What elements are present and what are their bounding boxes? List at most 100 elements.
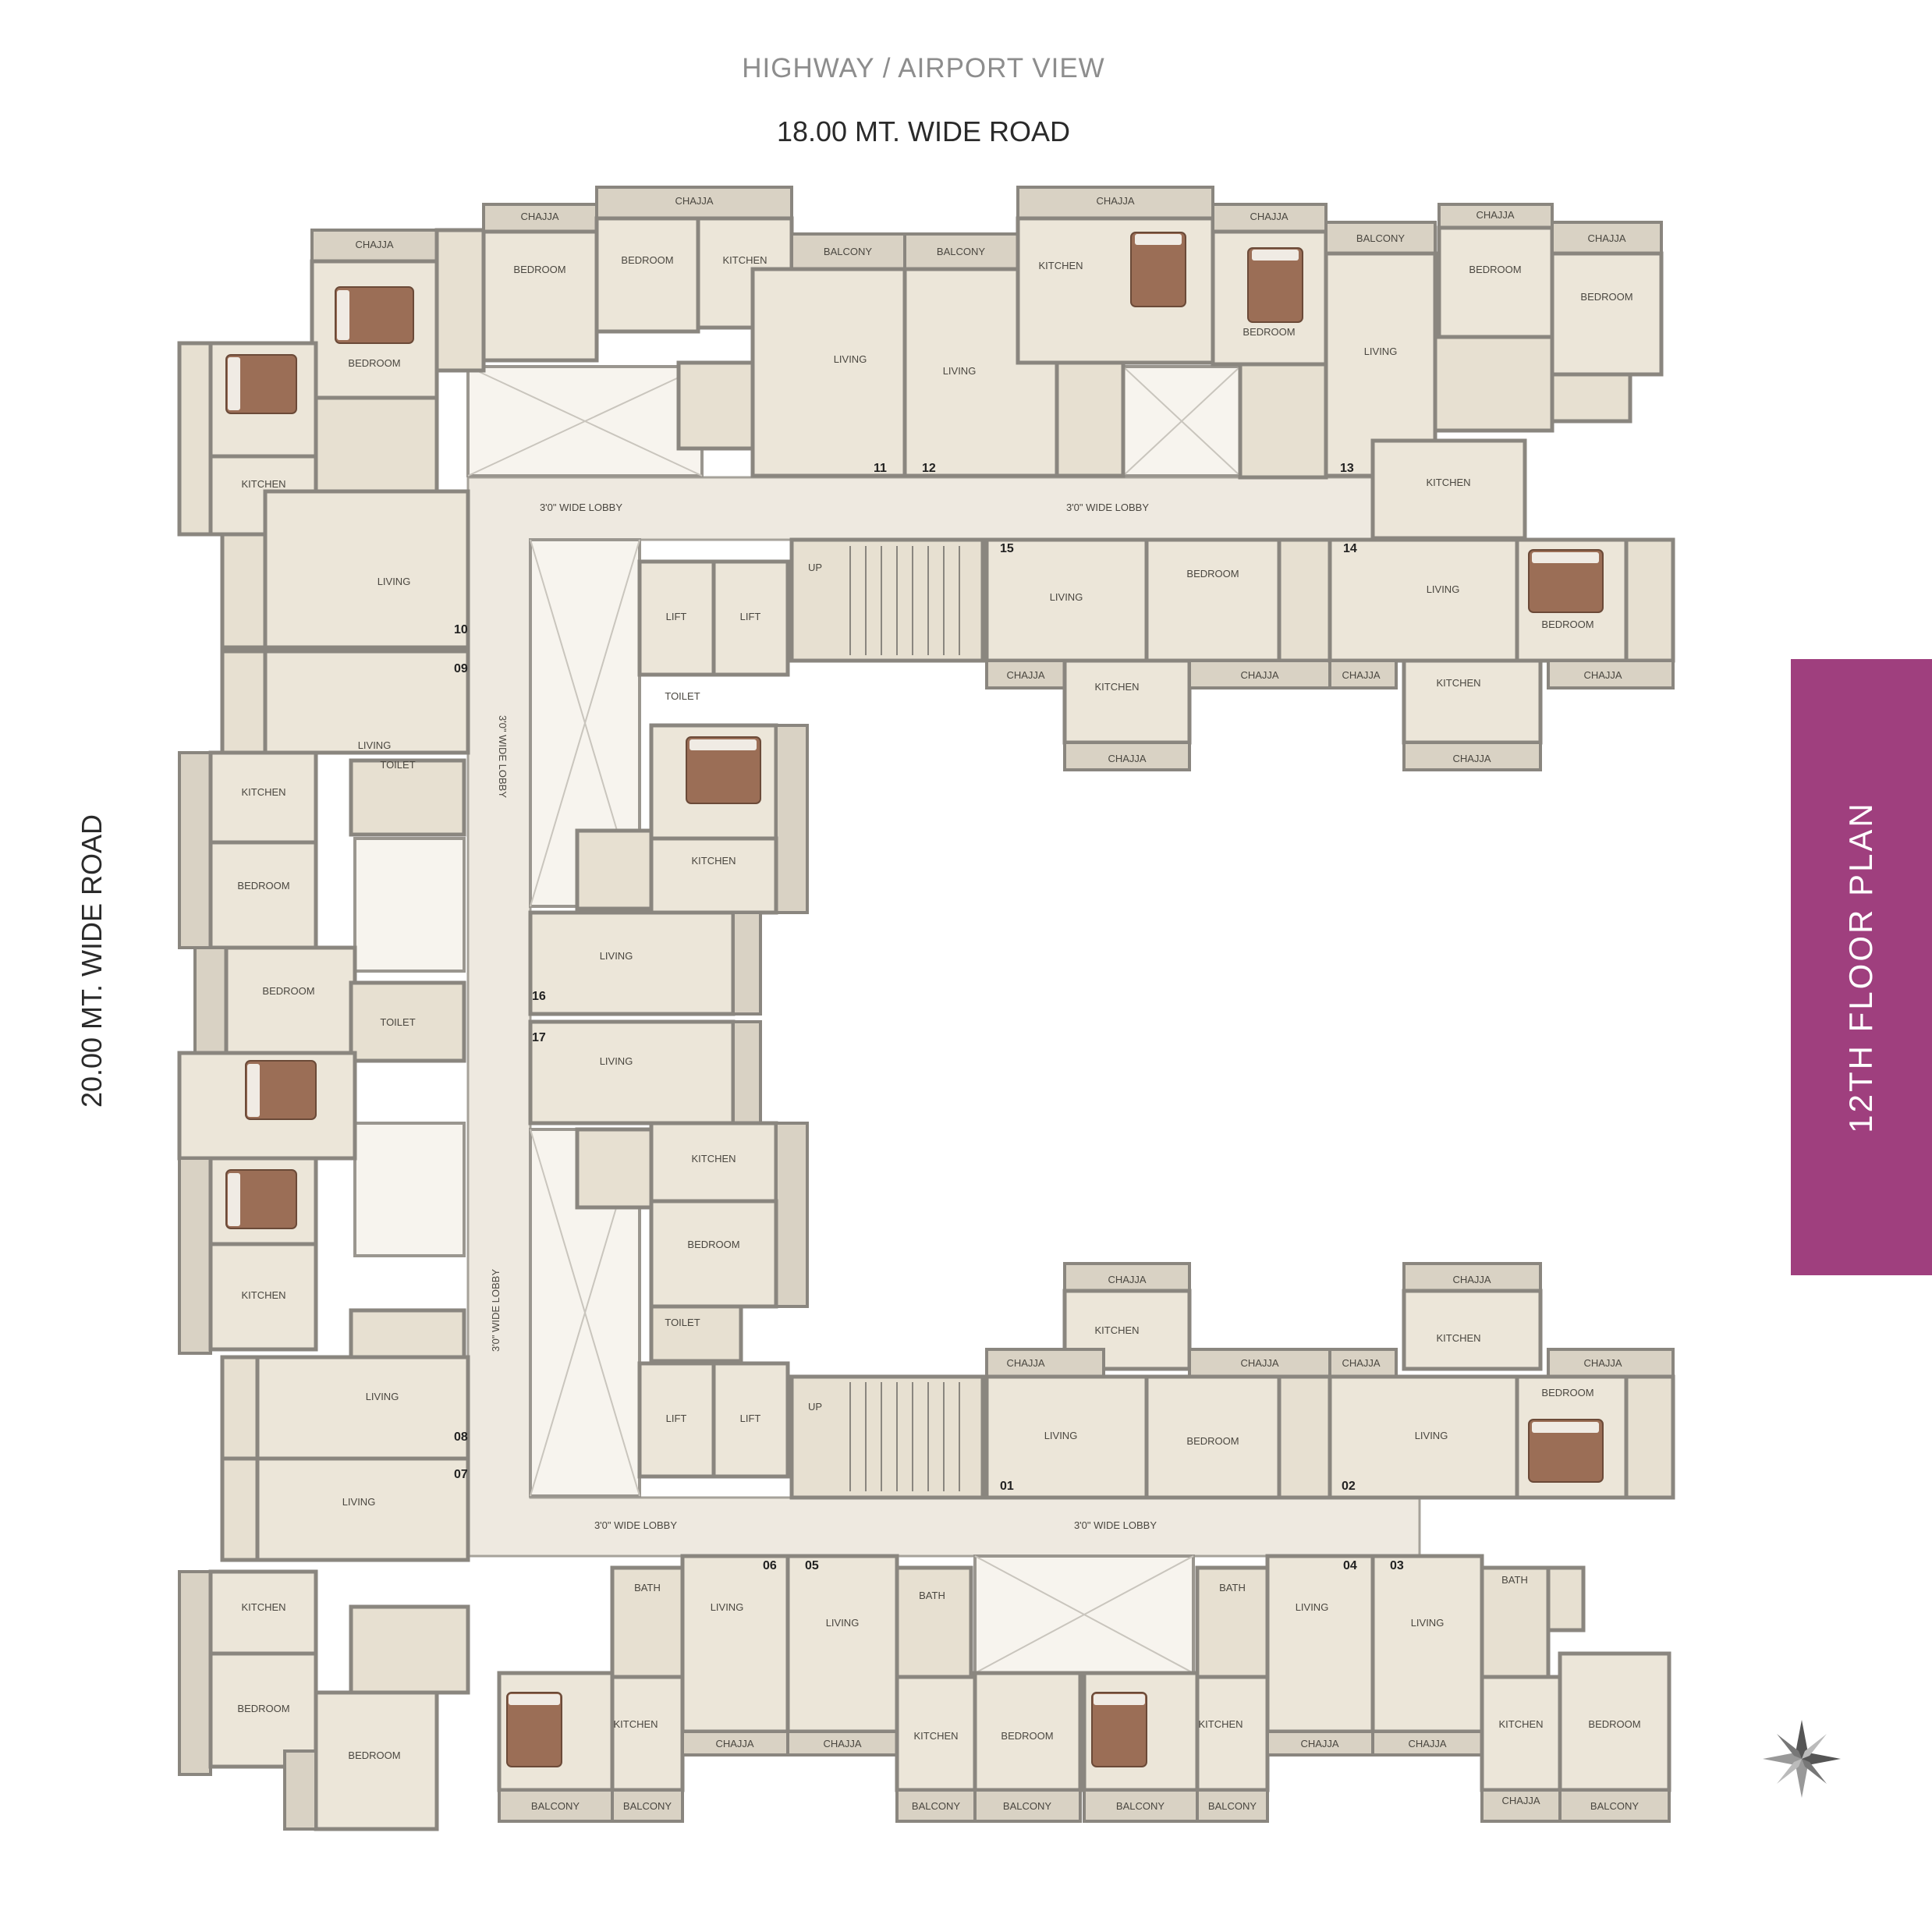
bedroom-label: BEDROOM xyxy=(1186,1435,1239,1447)
chajja-label: CHAJJA xyxy=(1342,669,1380,681)
kitchen-label: KITCHEN xyxy=(241,1289,285,1301)
kitchen-label: KITCHEN xyxy=(1436,677,1480,689)
bedroom-label: BEDROOM xyxy=(1243,326,1295,338)
kitchen-label: KITCHEN xyxy=(691,1153,736,1165)
chajja-label: CHAJJA xyxy=(1583,1357,1622,1369)
flat-number: 10 xyxy=(454,623,468,636)
living-label: LIVING xyxy=(711,1601,744,1613)
chajja-label: CHAJJA xyxy=(1501,1795,1540,1806)
bedroom-label: BEDROOM xyxy=(1580,291,1632,303)
bedroom-label: BEDROOM xyxy=(1541,619,1593,630)
living-label: LIVING xyxy=(834,353,867,365)
kitchen-label: KITCHEN xyxy=(1038,260,1083,271)
toilet-label: TOILET xyxy=(380,1016,415,1028)
left-wing: LIVING LIVING KITCHEN BEDROOM BEDROOM KI… xyxy=(177,341,470,1831)
bath-label: BATH xyxy=(1501,1574,1528,1586)
living-label: LIVING xyxy=(358,739,392,751)
kitchen-label: KITCHEN xyxy=(1436,1332,1480,1344)
flat-number: 07 xyxy=(454,1468,468,1481)
stair-up-label: UP xyxy=(808,562,822,573)
balcony-label: BALCONY xyxy=(1208,1800,1257,1812)
flat-number: 13 xyxy=(1340,462,1354,475)
bedroom-label: BEDROOM xyxy=(237,880,289,892)
chajja-label: CHAJJA xyxy=(1250,211,1288,222)
kitchen-label: KITCHEN xyxy=(1498,1718,1543,1730)
living-label: LIVING xyxy=(1427,583,1460,595)
chajja-label: CHAJJA xyxy=(1342,1357,1380,1369)
lobby-label: 3'0" WIDE LOBBY xyxy=(1074,1519,1157,1531)
flat-number: 12 xyxy=(922,462,936,475)
right-lower-wing: CHAJJA KITCHEN CHAJJA CHAJJA LIVING BEDR… xyxy=(984,1262,1675,1500)
bedroom-label: BEDROOM xyxy=(348,357,400,369)
chajja-label: CHAJJA xyxy=(355,239,393,250)
balcony-label: BALCONY xyxy=(937,246,985,257)
bath-label: BATH xyxy=(919,1590,945,1601)
flat-number: 15 xyxy=(1000,542,1014,555)
living-label: LIVING xyxy=(943,365,977,377)
chajja-label: CHAJJA xyxy=(675,195,713,207)
inner-wing: KITCHEN LIVING LIVING KITCHEN BEDROOM TO… xyxy=(528,690,809,1363)
flat-number: 06 xyxy=(763,1559,777,1572)
toilet-label: TOILET xyxy=(665,690,700,702)
living-label: LIVING xyxy=(1044,1430,1078,1441)
right-upper-wing: LIVING BEDROOM KITCHEN CHAJJA CHAJJA CHA… xyxy=(984,537,1675,771)
bedroom-label: BEDROOM xyxy=(1001,1730,1053,1742)
kitchen-label: KITCHEN xyxy=(1198,1718,1243,1730)
flat-number: 01 xyxy=(1000,1480,1014,1493)
living-label: LIVING xyxy=(826,1617,860,1629)
kitchen-label: KITCHEN xyxy=(241,478,285,490)
living-label: LIVING xyxy=(600,950,633,962)
chajja-label: CHAJJA xyxy=(1587,232,1625,244)
lobby-label: 3'0" WIDE LOBBY xyxy=(1066,502,1149,513)
bedroom-label: BEDROOM xyxy=(1186,568,1239,580)
chajja-label: CHAJJA xyxy=(520,211,558,222)
kitchen-label: KITCHEN xyxy=(613,1718,658,1730)
living-label: LIVING xyxy=(366,1391,399,1402)
chajja-label: CHAJJA xyxy=(1006,669,1044,681)
lift-label: LIFT xyxy=(666,611,687,622)
kitchen-label: KITCHEN xyxy=(1426,477,1470,488)
bedroom-label: BEDROOM xyxy=(513,264,565,275)
bath-label: BATH xyxy=(634,1582,661,1593)
chajja-label: CHAJJA xyxy=(1300,1738,1338,1749)
bottom-wing: BATH LIVING LIVING BATH KITCHEN CHAJJA C… xyxy=(497,1554,1671,1823)
chajja-label: CHAJJA xyxy=(715,1738,753,1749)
kitchen-label: KITCHEN xyxy=(1094,681,1139,693)
living-label: LIVING xyxy=(1050,591,1083,603)
lobby-label: 3'0" WIDE LOBBY xyxy=(594,1519,677,1531)
bedroom-label: BEDROOM xyxy=(1469,264,1521,275)
living-label: LIVING xyxy=(342,1496,376,1508)
kitchen-label: KITCHEN xyxy=(913,1730,958,1742)
flat-number: 03 xyxy=(1390,1559,1404,1572)
lift-label: LIFT xyxy=(666,1413,687,1424)
flat-number: 02 xyxy=(1342,1480,1356,1493)
living-label: LIVING xyxy=(1296,1601,1329,1613)
view-label: HIGHWAY / AIRPORT VIEW xyxy=(742,53,1105,83)
chajja-label: CHAJJA xyxy=(1240,1357,1278,1369)
lifts-and-stairs: LIFT LIFT LIFT LIFT UP UP xyxy=(637,537,985,1500)
flat-number: 14 xyxy=(1343,542,1357,555)
chajja-label: CHAJJA xyxy=(1006,1357,1044,1369)
bedroom-label: BEDROOM xyxy=(1588,1718,1640,1730)
balcony-label: BALCONY xyxy=(824,246,872,257)
flat-number: 09 xyxy=(454,662,468,675)
bedroom-label: BEDROOM xyxy=(262,985,314,997)
bedroom-label: BEDROOM xyxy=(348,1749,400,1761)
flat-number: 17 xyxy=(532,1031,546,1044)
balcony-label: BALCONY xyxy=(623,1800,672,1812)
chajja-label: CHAJJA xyxy=(823,1738,861,1749)
kitchen-label: KITCHEN xyxy=(722,254,767,266)
flat-numbers: 01 02 03 04 05 06 07 08 09 10 11 12 13 1… xyxy=(454,462,1404,1572)
flat-number: 08 xyxy=(454,1430,468,1444)
lobby-label: 3'0" WIDE LOBBY xyxy=(490,1269,502,1352)
balcony-label: BALCONY xyxy=(1356,232,1405,244)
top-wing: CHAJJA CHAJJA CHAJJA BALCONY BALCONY CHA… xyxy=(310,186,1664,541)
chajja-label: CHAJJA xyxy=(1452,753,1491,764)
toilet-label: TOILET xyxy=(665,1317,700,1328)
bedroom-label: BEDROOM xyxy=(237,1703,289,1714)
flat-number: 04 xyxy=(1343,1559,1357,1572)
lift-label: LIFT xyxy=(740,1413,761,1424)
balcony-label: BALCONY xyxy=(531,1800,580,1812)
flat-number: 05 xyxy=(805,1559,819,1572)
